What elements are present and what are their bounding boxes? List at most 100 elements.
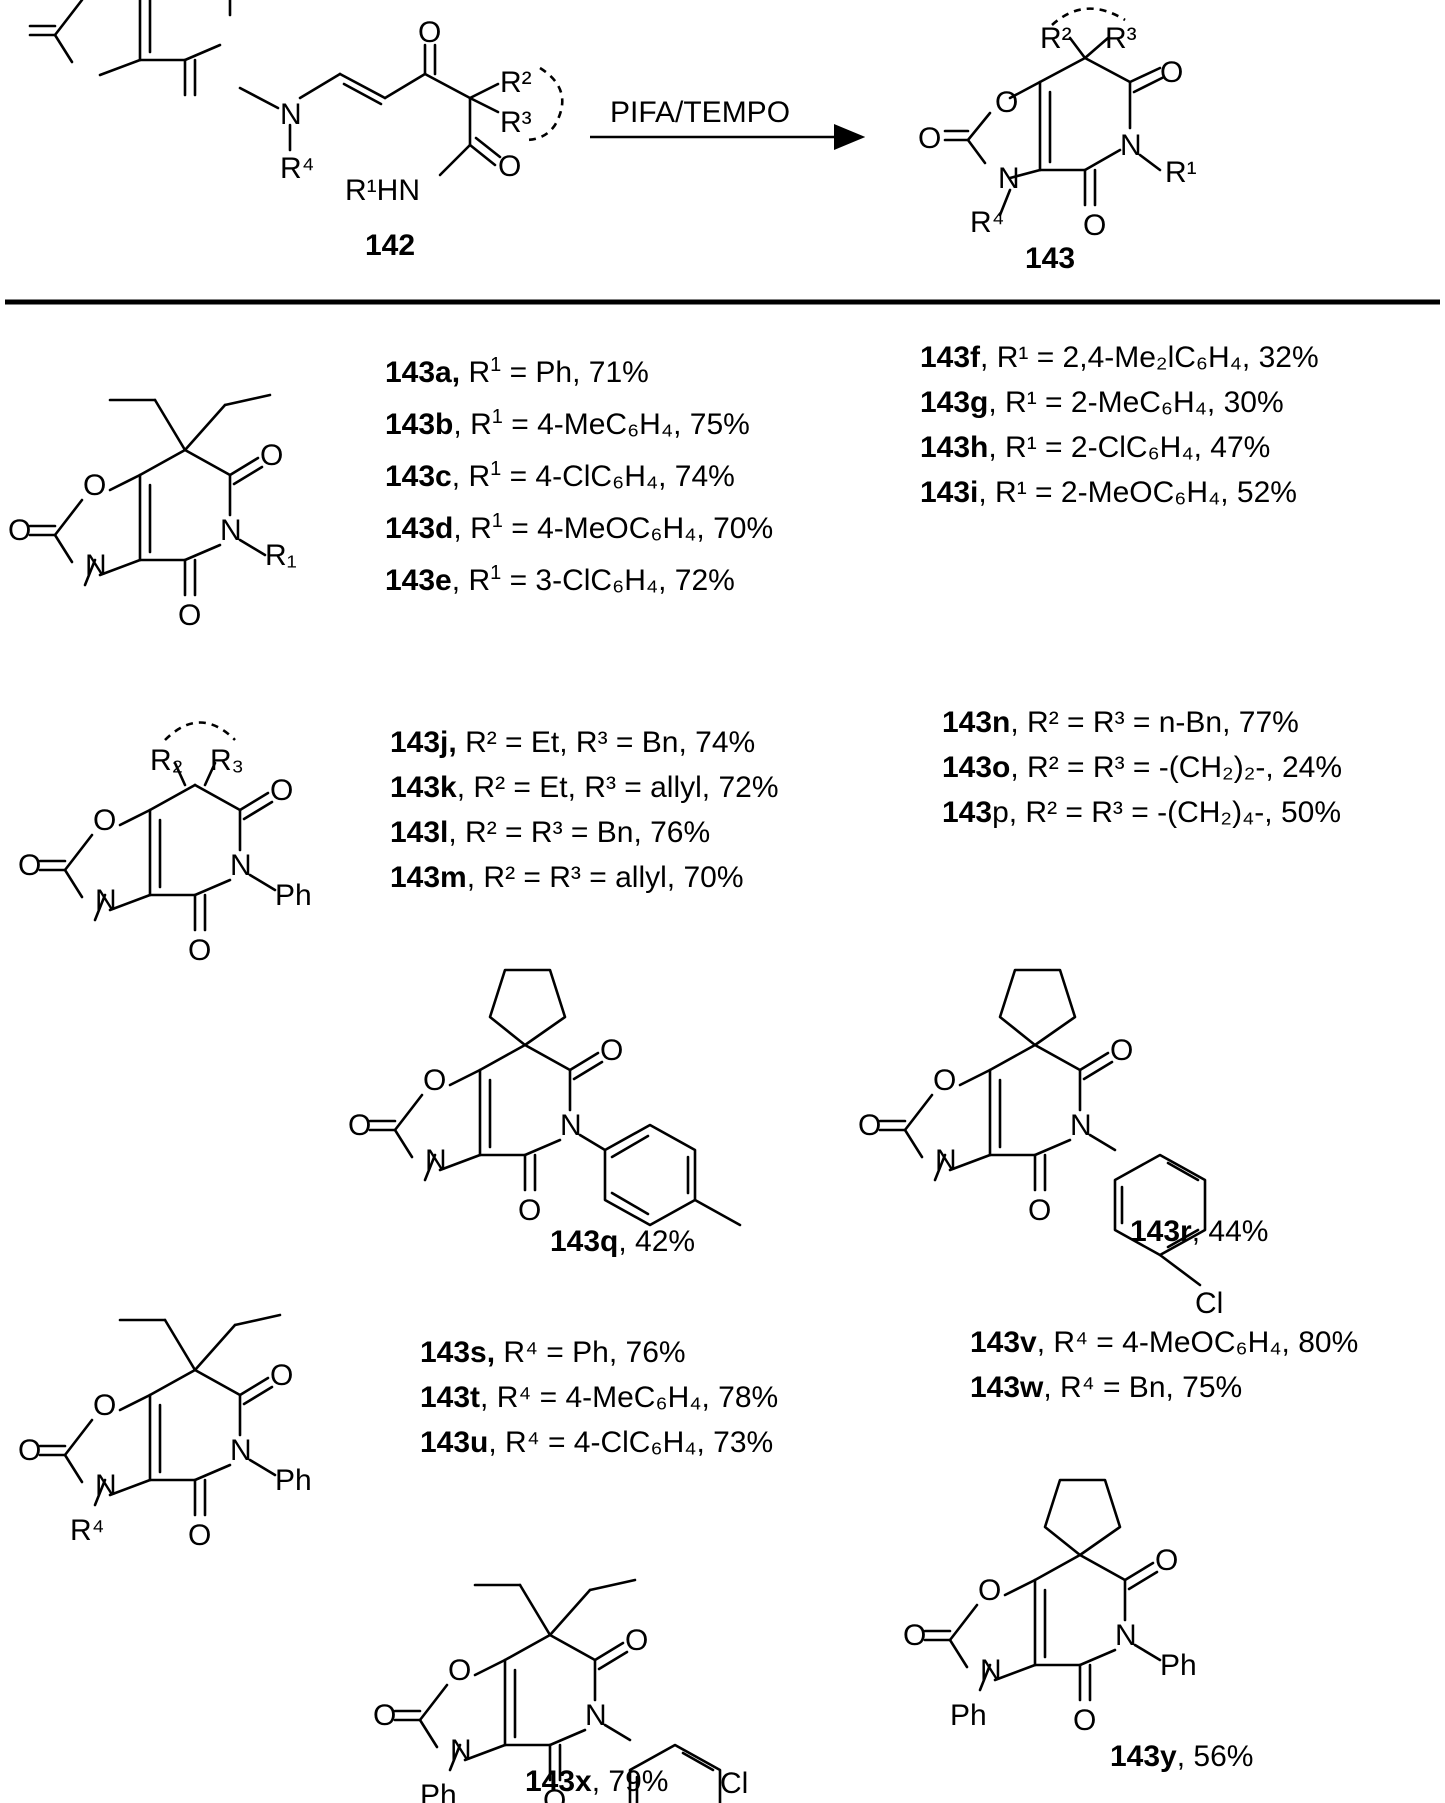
atom-o: O: [423, 1064, 446, 1097]
atom-n: N: [230, 849, 252, 882]
list-item: 143p, R² = R³ = -(CH₂)₄-, 50%: [942, 796, 1342, 829]
atom-o: O: [543, 1784, 566, 1803]
list-item: 143l, R² = R³ = Bn, 76%: [390, 816, 711, 849]
atom-o: O: [83, 469, 106, 502]
atom-n: N: [220, 514, 242, 547]
compound-id-143: 143: [1025, 242, 1075, 275]
atom-n: N: [1070, 1109, 1092, 1142]
atom-o: O: [625, 1624, 648, 1657]
atom-o: O: [1083, 209, 1106, 242]
atom-n: N: [230, 1434, 252, 1467]
structure-143y: O O N O N O Ph Ph: [903, 1478, 1197, 1737]
atom-o: O: [995, 86, 1018, 119]
yield-list-143j-m: 143j, R² = Et, R³ = Bn, 74% 143k, R² = E…: [390, 720, 779, 900]
compound-id-142: 142: [365, 229, 415, 262]
atom-o: O: [858, 1109, 881, 1142]
atom-o: O: [1073, 1704, 1096, 1737]
atom-o: O: [448, 1654, 471, 1687]
atom-o: O: [518, 1194, 541, 1227]
structure-143s-u: O O N O N O Ph R⁴: [18, 1313, 312, 1552]
list-item: 143u, R⁴ = 4-ClC₆H₄, 73%: [420, 1426, 774, 1459]
yield-list-143v-w: 143v, R⁴ = 4-MeOC₆H₄, 80% 143w, R⁴ = Bn,…: [970, 1320, 1358, 1410]
label-r3: R₃: [210, 744, 244, 777]
atom-o: O: [8, 514, 31, 547]
list-item: 143v, R⁴ = 4-MeOC₆H₄, 80%: [970, 1326, 1359, 1359]
structure-143j-m: O O N O N O Ph R₂ R₃: [18, 721, 312, 967]
label-r4: R⁴: [970, 206, 1005, 239]
atom-n: N: [585, 1699, 607, 1732]
product-143: O O N O N O R¹ R⁴ R² R³ 143: [918, 7, 1197, 275]
atom-n: N: [425, 1144, 447, 1177]
label-r3: R³: [500, 106, 532, 139]
atom-o: O: [188, 934, 211, 967]
atom-o: O: [978, 1574, 1001, 1607]
atom-n: N: [280, 98, 302, 131]
atom-o: O: [93, 804, 116, 837]
atom-o: O: [373, 1699, 396, 1732]
label-r3: R³: [1105, 22, 1137, 55]
atom-n: N: [95, 1469, 117, 1502]
list-item: 143o, R² = R³ = -(CH₂)₂-, 24%: [942, 751, 1343, 784]
caption-143r: 143r, 44%: [1130, 1215, 1269, 1248]
label-r4: R⁴: [280, 152, 315, 185]
list-item: 143w, R⁴ = Bn, 75%: [970, 1371, 1243, 1404]
atom-o: O: [260, 439, 283, 472]
caption-143y: 143y, 56%: [1110, 1740, 1254, 1773]
reactant-142: N O O R⁴ R² R³ R¹HN 142: [238, 16, 564, 262]
atom-o: O: [1160, 56, 1183, 89]
atom-n: N: [95, 884, 117, 917]
core-template: [28, 0, 232, 97]
atom-o: O: [600, 1034, 623, 1067]
label-r2: R²: [500, 66, 532, 99]
atom-o: O: [93, 1389, 116, 1422]
list-item: 143e, R1 = 3-ClC₆H₄, 72%: [385, 562, 735, 597]
label-r2: R²: [1040, 22, 1072, 55]
atom-o: O: [18, 1434, 41, 1467]
label-ph: Ph: [420, 1779, 457, 1803]
list-item: 143d, R1 = 4-MeOC₆H₄, 70%: [385, 510, 774, 545]
yield-list-143s-u: 143s, R⁴ = Ph, 76% 143t, R⁴ = 4-MeC₆H₄, …: [420, 1330, 778, 1465]
caption-143x: 143x, 79%: [525, 1765, 669, 1798]
atom-o: O: [18, 849, 41, 882]
caption-143q: 143q, 42%: [550, 1225, 696, 1258]
list-item: 143j, R² = Et, R³ = Bn, 74%: [390, 726, 756, 759]
atom-o: O: [1155, 1544, 1178, 1577]
atom-n: N: [935, 1144, 957, 1177]
atom-o: O: [1110, 1034, 1133, 1067]
yield-list-143n-p: 143n, R² = R³ = n-Bn, 77% 143o, R² = R³ …: [942, 700, 1342, 835]
atom-o: O: [188, 1519, 211, 1552]
atom-o: O: [498, 150, 521, 183]
list-item: 143h, R¹ = 2-ClC₆H₄, 47%: [920, 431, 1271, 464]
label-ph: Ph: [1160, 1649, 1197, 1682]
atom-o: O: [178, 599, 201, 632]
label-r1hn: R¹HN: [345, 174, 420, 207]
structure-143r: O O N O N O Cl: [858, 968, 1223, 1320]
atom-o: O: [918, 122, 941, 155]
list-item: 143s, R⁴ = Ph, 76%: [420, 1336, 686, 1369]
yield-list-143a-e: 143a, R1 = Ph, 71% 143b, R1 = 4-MeC₆H₄, …: [385, 343, 773, 603]
list-item: 143g, R¹ = 2-MeC₆H₄, 30%: [920, 386, 1284, 419]
atom-o: O: [348, 1109, 371, 1142]
atom-o: O: [270, 1359, 293, 1392]
list-item: 143k, R² = Et, R³ = allyl, 72%: [390, 771, 779, 804]
atom-o: O: [933, 1064, 956, 1097]
yield-list-143f-i: 143f, R¹ = 2,4-Me₂lC₆H₄, 32% 143g, R¹ = …: [920, 335, 1319, 515]
structure-143q: O O N O N O: [348, 968, 742, 1227]
label-r1: R¹: [1165, 156, 1197, 189]
label-ph: Ph: [950, 1699, 987, 1732]
structure-143x: O O N O N O Ph Cl: [373, 1578, 748, 1803]
list-item: 143i, R¹ = 2-MeOC₆H₄, 52%: [920, 476, 1297, 509]
atom-n: N: [450, 1734, 472, 1767]
atom-o: O: [270, 774, 293, 807]
atom-o: O: [903, 1619, 926, 1652]
atom-n: N: [998, 162, 1020, 195]
list-item: 143b, R1 = 4-MeC₆H₄, 75%: [385, 406, 750, 441]
list-item: 143c, R1 = 4-ClC₆H₄, 74%: [385, 458, 735, 493]
list-item: 143m, R² = R³ = allyl, 70%: [390, 861, 744, 894]
list-item: 143n, R² = R³ = n-Bn, 77%: [942, 706, 1299, 739]
label-ph: Ph: [275, 879, 312, 912]
atom-o: O: [418, 16, 441, 49]
atom-n: N: [1120, 129, 1142, 162]
